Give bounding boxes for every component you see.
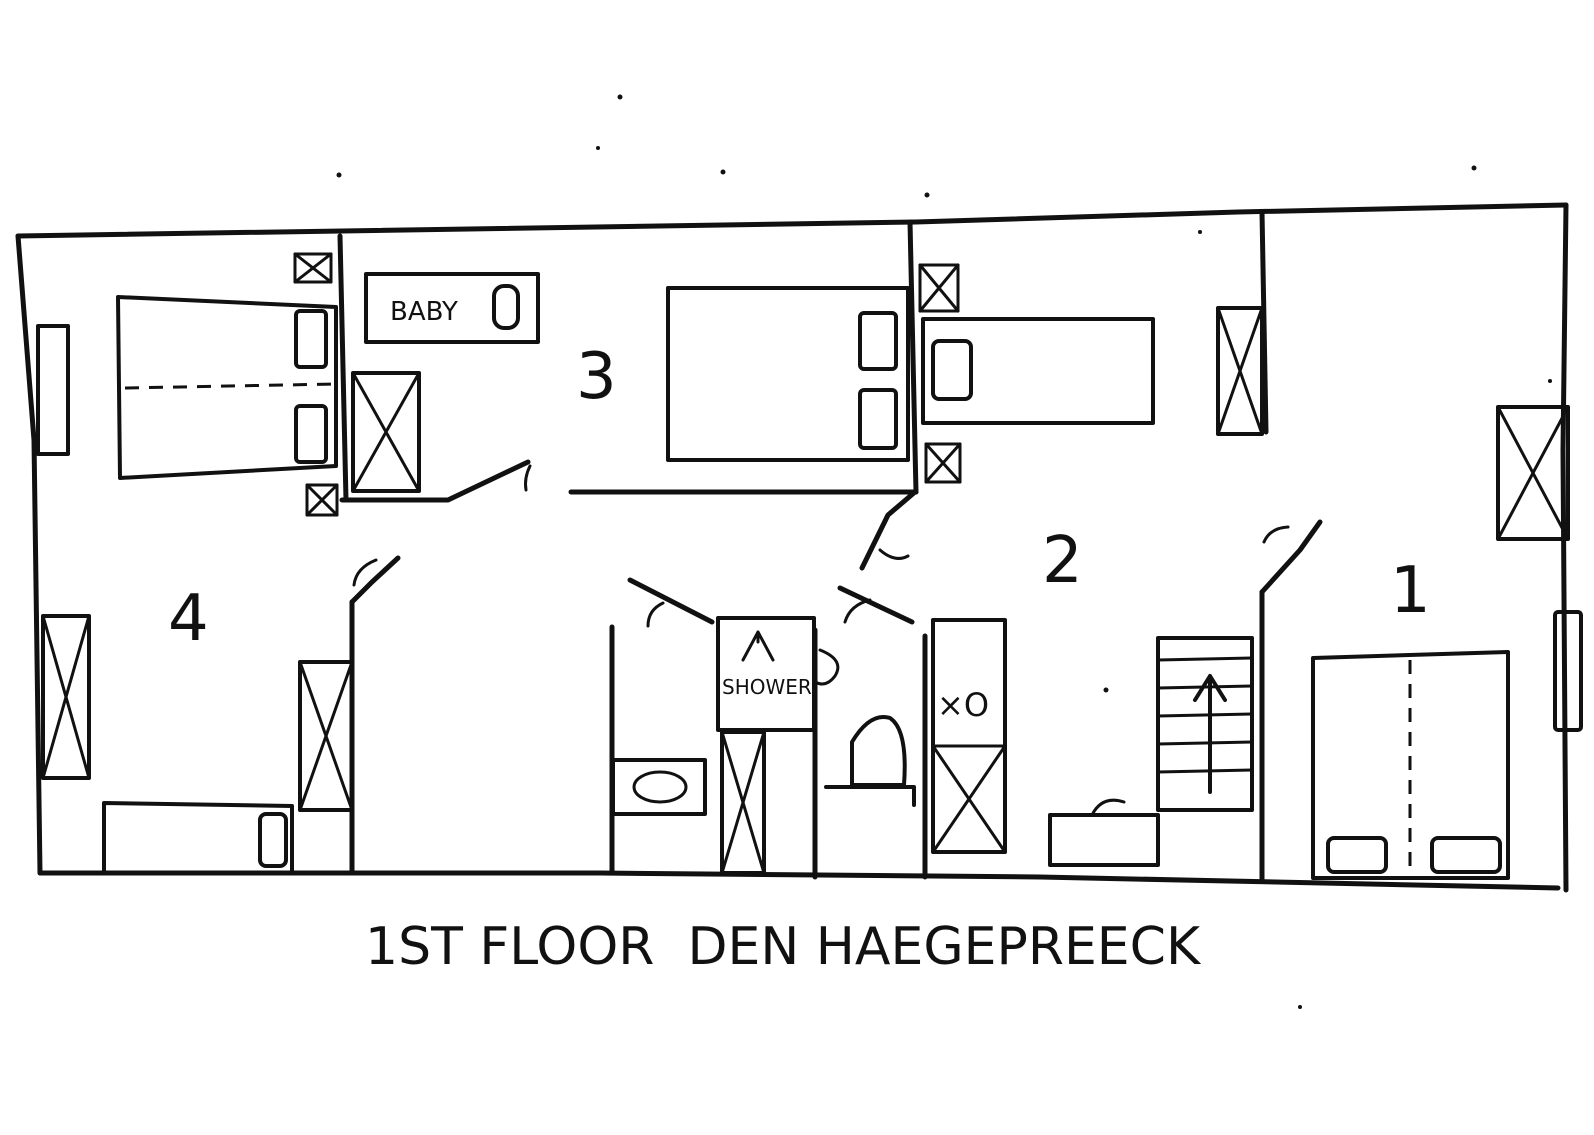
nightstand xyxy=(924,442,962,484)
bathroom: SHOWER xyxy=(611,616,916,875)
room-4: 4 xyxy=(36,252,354,875)
baby-label: BABY xyxy=(390,297,458,327)
room-number-4: 4 xyxy=(168,582,209,656)
stairs-up-arrow xyxy=(1193,674,1227,794)
shower-tap-icon xyxy=(813,648,840,686)
room-number-3: 3 xyxy=(576,340,617,414)
wardrobe xyxy=(1496,405,1570,541)
single-bed xyxy=(102,801,294,875)
room-3: BABY 3 xyxy=(351,272,910,493)
double-bed-room-3 xyxy=(666,286,910,462)
room-number-1: 1 xyxy=(1390,554,1431,628)
toilet-closet: ×O xyxy=(931,618,1007,854)
door-swings xyxy=(352,464,1290,628)
room-number-2: 2 xyxy=(1042,524,1083,598)
nightstand xyxy=(293,252,333,284)
wardrobe xyxy=(351,371,421,493)
single-bed xyxy=(921,317,1155,425)
bed-divider xyxy=(124,382,337,390)
room-2: ×O 2 xyxy=(918,263,1264,867)
wardrobe xyxy=(41,614,91,780)
pillow xyxy=(1430,836,1502,874)
interior-walls xyxy=(337,209,1323,883)
shower-label: SHOWER xyxy=(722,675,812,699)
room-1: 1 xyxy=(1311,405,1583,880)
baby-cot: BABY xyxy=(364,272,540,344)
outer-walls xyxy=(15,202,1569,893)
pillow xyxy=(931,339,973,401)
pillow xyxy=(1326,836,1388,874)
wardrobe xyxy=(720,730,766,875)
pillow xyxy=(294,404,328,464)
shower-head-icon xyxy=(741,630,775,662)
cot-mattress xyxy=(492,284,520,330)
double-bed-room-4 xyxy=(116,295,338,480)
shower: SHOWER xyxy=(716,616,840,732)
wardrobe xyxy=(298,660,354,812)
radiator xyxy=(1553,610,1583,732)
nightstand xyxy=(918,263,960,313)
wardrobe xyxy=(1216,306,1264,436)
nightstand xyxy=(305,483,339,517)
pillow xyxy=(258,812,288,868)
radiator xyxy=(36,324,70,456)
pillow xyxy=(294,309,328,369)
staircase xyxy=(1156,636,1254,812)
paper-specks xyxy=(336,94,1552,1009)
suitcase xyxy=(1048,798,1160,867)
floor-plan-title: 1ST FLOOR DEN HAEGEPREECK xyxy=(365,917,1202,977)
washbasin xyxy=(611,758,707,816)
toilet-mark: ×O xyxy=(937,686,989,724)
pillow xyxy=(858,311,898,371)
double-bed-room-1 xyxy=(1311,650,1510,880)
toilet xyxy=(824,715,916,807)
pillow xyxy=(858,388,898,450)
